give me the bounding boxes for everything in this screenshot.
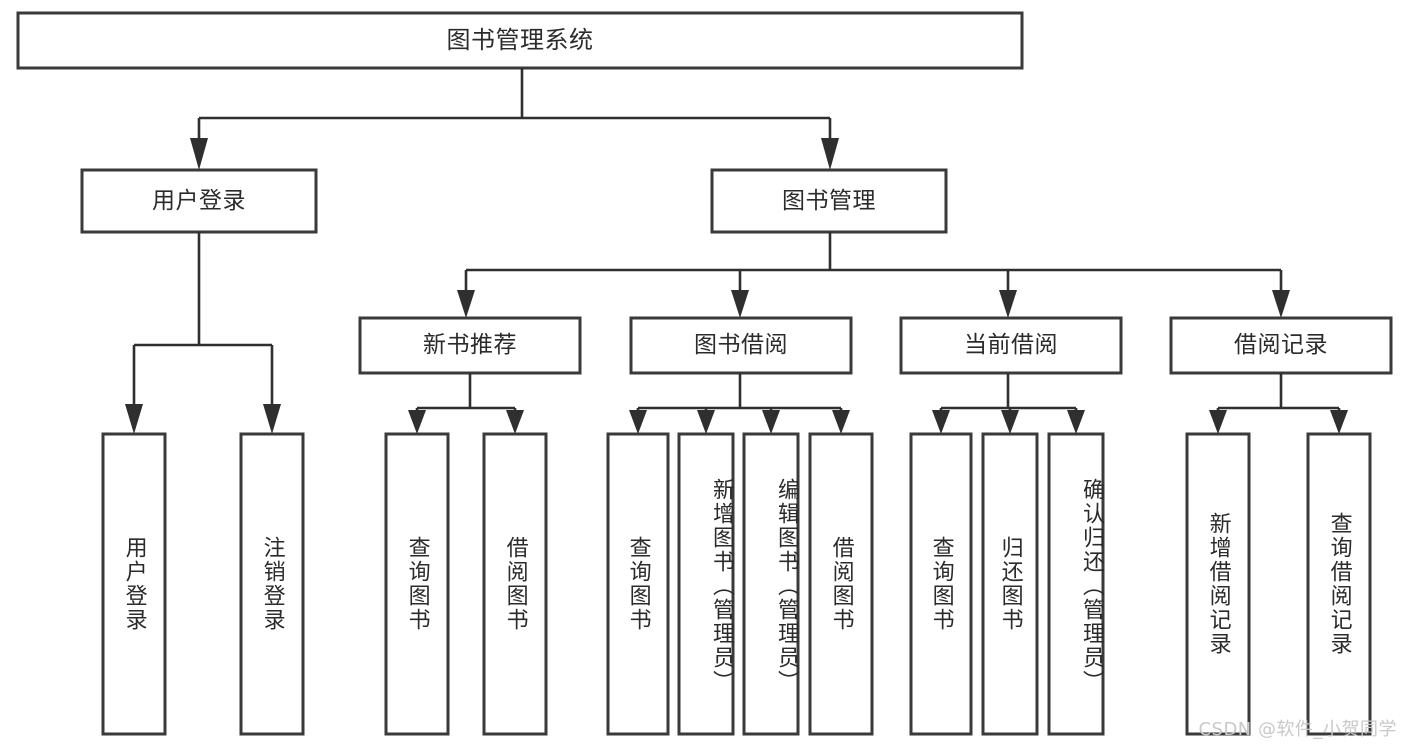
arrowhead-current-borrow xyxy=(999,290,1017,318)
arrowhead-leaf-rec-search xyxy=(1330,410,1348,434)
arrowhead-new-book-rec xyxy=(457,290,475,318)
node-box-leaf-borrow-query[interactable] xyxy=(606,432,670,736)
node-box-book-borrow[interactable] xyxy=(629,316,853,375)
node-box-leaf-rec-borrow[interactable] xyxy=(482,432,548,736)
arrowhead-book-borrow xyxy=(731,290,749,318)
node-box-leaf-borrow-edit[interactable] xyxy=(742,432,800,736)
arrowhead-leaf-user-login xyxy=(125,404,143,434)
arrowhead-borrow-record xyxy=(1272,290,1290,318)
arrowhead-leaf-borrow-do xyxy=(832,410,850,434)
arrowhead-book-manage xyxy=(821,138,839,170)
node-box-leaf-rec-query[interactable] xyxy=(384,432,450,736)
node-box-borrow-record[interactable] xyxy=(1169,316,1393,375)
arrowhead-leaf-cur-confirm xyxy=(1067,410,1085,434)
node-box-user-login[interactable] xyxy=(80,168,318,234)
arrowhead-leaf-cur-return xyxy=(1001,410,1019,434)
node-box-leaf-rec-search[interactable] xyxy=(1306,432,1372,736)
node-box-root[interactable] xyxy=(16,11,1024,70)
node-box-leaf-logout[interactable] xyxy=(239,432,305,736)
node-box-book-manage[interactable] xyxy=(710,168,948,234)
arrowhead-leaf-borrow-edit xyxy=(762,410,780,434)
arrowhead-leaf-cur-query xyxy=(932,410,950,434)
node-box-current-borrow[interactable] xyxy=(899,316,1123,375)
node-box-leaf-rec-add[interactable] xyxy=(1185,432,1251,736)
arrowhead-leaf-borrow-query xyxy=(629,410,647,434)
node-box-leaf-cur-return[interactable] xyxy=(981,432,1039,736)
node-box-leaf-borrow-do[interactable] xyxy=(808,432,874,736)
node-box-leaf-borrow-add[interactable] xyxy=(677,432,735,736)
arrowhead-user-login xyxy=(190,138,208,170)
arrowhead-leaf-logout xyxy=(263,404,281,434)
arrowhead-leaf-rec-query xyxy=(408,410,426,434)
arrowhead-leaf-rec-add xyxy=(1209,410,1227,434)
watermark-text: CSDN @软件_小贺同学 xyxy=(1198,719,1397,740)
node-box-leaf-user-login[interactable] xyxy=(101,432,167,736)
node-box-new-book-rec[interactable] xyxy=(358,316,582,375)
arrowhead-leaf-borrow-add xyxy=(697,410,715,434)
node-box-leaf-cur-confirm[interactable] xyxy=(1047,432,1105,736)
node-box-leaf-cur-query[interactable] xyxy=(909,432,973,736)
arrowhead-leaf-rec-borrow xyxy=(506,410,524,434)
